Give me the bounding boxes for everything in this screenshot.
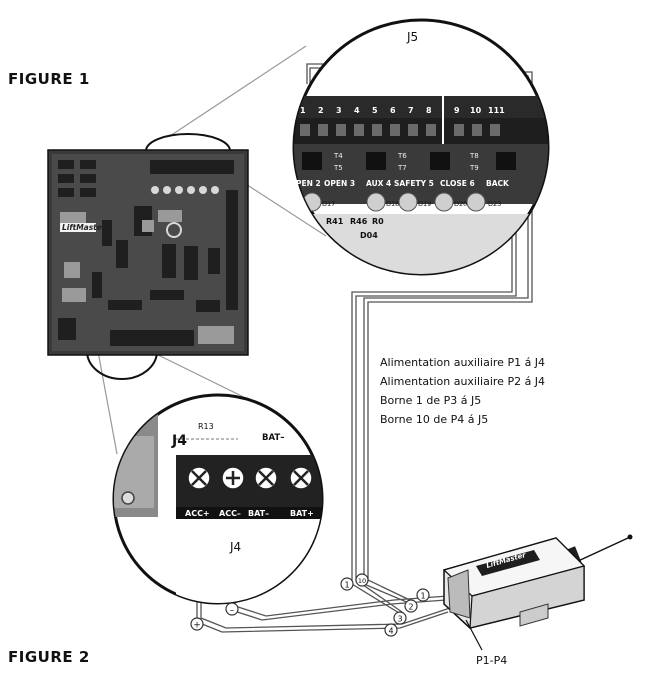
- j5-terminal-1: 1: [300, 106, 306, 115]
- j4-board-label: J4: [171, 433, 187, 449]
- j5-terminal-3: 3: [336, 106, 342, 115]
- marker-board-1: 1: [344, 581, 349, 590]
- resistor-label-r41: R41: [326, 217, 344, 226]
- board-brand-text: LiftMaster: [62, 223, 107, 232]
- note-p4: Borne 10 de P4 á J5: [380, 413, 489, 426]
- j5-terminal-5: 5: [372, 106, 378, 115]
- p1p4-callout-label: P1-P4: [476, 654, 508, 667]
- led-label-d23: D23: [488, 200, 501, 208]
- j5-terminal-10: 10: [470, 106, 482, 115]
- resistor-label-r46: R46: [350, 217, 368, 226]
- note-p1: Alimentation auxiliaire P1 á J4: [380, 356, 546, 369]
- figure-1-title: FIGURE 1: [8, 70, 90, 88]
- j4-terminal-acc-minus: ACC–: [219, 509, 241, 518]
- j5-row-label: 5: [286, 123, 294, 137]
- j4-resistor-label: R13: [198, 422, 214, 431]
- function-label-safety5: SAFETY 5: [394, 179, 434, 188]
- j5-terminal-6: 6: [390, 106, 396, 115]
- switch-label-t5: T5: [333, 164, 343, 172]
- switch-label-t8: T8: [469, 152, 479, 160]
- j4-terminal-bat-plus: BAT+: [290, 509, 314, 518]
- receiver-unit: LiftMaster: [442, 534, 633, 629]
- led-label-d19: D19: [418, 200, 431, 208]
- j5-terminal-7: 7: [408, 106, 414, 115]
- function-label-open2: PEN 2: [296, 179, 321, 188]
- switch-label-t4: T4: [333, 152, 343, 160]
- marker-board-10: 10: [358, 577, 366, 585]
- j4-terminal-acc-plus: ACC+: [185, 509, 210, 518]
- control-board: LiftMaster: [47, 149, 249, 356]
- j5-zoom-circle: 1 2 3 4 5 6 7 8 9 10 111 5 T4 T5 T6 T7 T…: [286, 18, 550, 276]
- figure-2-title: FIGURE 2: [8, 648, 90, 666]
- note-p2: Alimentation auxiliaire P2 á J4: [380, 375, 546, 388]
- j4-callout-label: J4: [230, 540, 242, 554]
- marker-receiver-4: 4: [388, 627, 393, 636]
- j5-callout-label: J5: [407, 30, 419, 44]
- marker-negative: –: [230, 606, 235, 616]
- wire-markers: 1 10 1 2 3 4 + –: [190, 573, 430, 637]
- note-p3: Borne 1 de P3 á J5: [380, 394, 482, 407]
- j4-bat-top-label: BAT–: [262, 433, 284, 443]
- j5-terminal-11: 111: [488, 106, 505, 115]
- j5-terminal-4: 4: [354, 106, 360, 115]
- p1p4-pointer-line: [465, 619, 483, 651]
- led-label-d17: D17: [322, 200, 335, 208]
- function-label-close6: CLOSE 6: [440, 179, 475, 188]
- led-label-d18: D18: [386, 200, 399, 208]
- switch-label-t7: T7: [397, 164, 407, 172]
- resistor-label-d04: D04: [360, 231, 378, 240]
- j4-zoom-circle: J4 R13 BAT– ACC+ ACC– BAT– BAT+: [112, 393, 324, 605]
- led-label-d20: D20: [454, 200, 467, 208]
- switch-label-t9: T9: [469, 164, 479, 172]
- switch-label-t6: T6: [397, 152, 407, 160]
- marker-receiver-2: 2: [408, 603, 413, 612]
- function-label-open3: OPEN 3: [324, 179, 355, 188]
- j4-terminal-bat-minus: BAT–: [248, 509, 269, 518]
- j5-terminal-2: 2: [318, 106, 324, 115]
- function-label-back: BACK: [486, 179, 510, 188]
- j5-terminal-9: 9: [454, 106, 460, 115]
- j5-terminal-8: 8: [426, 106, 432, 115]
- function-label-aux4: AUX 4: [366, 179, 391, 188]
- marker-positive: +: [193, 621, 201, 631]
- resistor-label-r0: R0: [372, 217, 384, 226]
- marker-receiver-1: 1: [420, 592, 425, 601]
- marker-receiver-3: 3: [397, 615, 402, 624]
- wiring-notes: Alimentation auxiliaire P1 á J4 Alimenta…: [380, 353, 545, 429]
